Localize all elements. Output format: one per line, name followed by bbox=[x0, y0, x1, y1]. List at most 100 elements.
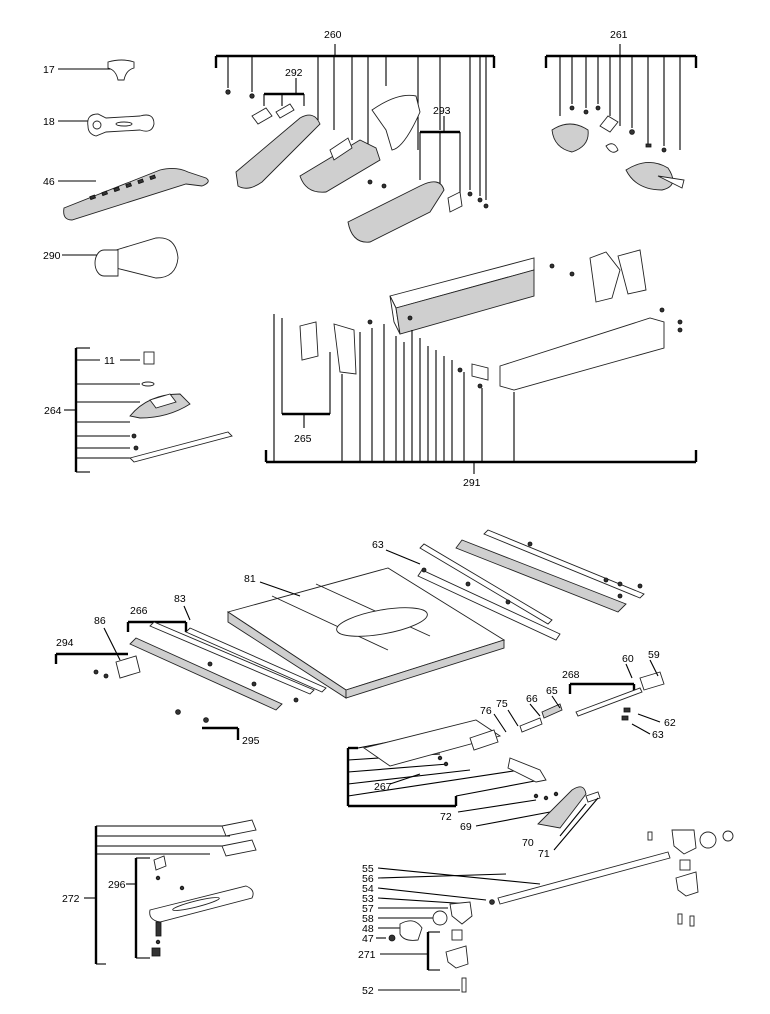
part-blade-small bbox=[551, 123, 589, 153]
label-46: 46 bbox=[43, 176, 55, 188]
part-48-housing bbox=[399, 920, 423, 941]
part-adjust-rod bbox=[575, 687, 643, 717]
label-71: 71 bbox=[538, 848, 550, 860]
callout-53: 53 bbox=[362, 893, 471, 905]
label-62: 62 bbox=[664, 717, 676, 729]
label-65: 65 bbox=[546, 685, 558, 697]
callout-59: 59 bbox=[648, 649, 660, 677]
label-268: 268 bbox=[562, 669, 580, 681]
part-47-nut bbox=[388, 934, 396, 942]
label-291: 291 bbox=[463, 477, 481, 489]
label-272: 272 bbox=[62, 893, 80, 905]
bracket-267-leaders bbox=[347, 739, 541, 797]
label-18: 18 bbox=[43, 116, 55, 128]
part-46-rip-fence-guide bbox=[63, 167, 209, 221]
callout-76: 76 bbox=[480, 705, 507, 733]
label-55: 55 bbox=[362, 863, 374, 875]
label-56: 56 bbox=[362, 873, 374, 885]
label-72: 72 bbox=[440, 811, 452, 823]
bracket-291: 291 bbox=[264, 450, 698, 489]
label-271: 271 bbox=[358, 949, 376, 961]
label-264: 264 bbox=[44, 405, 62, 417]
label-63-right: 63 bbox=[652, 729, 664, 741]
label-296: 296 bbox=[108, 879, 126, 891]
part-insert-2 bbox=[221, 839, 257, 857]
label-76: 76 bbox=[480, 705, 492, 717]
label-75: 75 bbox=[496, 698, 508, 710]
callout-58: 58 bbox=[362, 913, 436, 925]
part-riving-knife-assembly bbox=[299, 139, 381, 193]
bracket-260: 260 bbox=[214, 29, 496, 68]
bracket-272: 272 bbox=[62, 825, 230, 965]
part-insert-1 bbox=[221, 819, 257, 837]
bracket-294: 294 bbox=[54, 637, 128, 664]
label-17: 17 bbox=[43, 64, 55, 76]
part-riving-knife bbox=[371, 94, 421, 151]
bracket-261-leaders bbox=[559, 56, 681, 150]
part-miter-bar bbox=[129, 431, 233, 463]
label-66: 66 bbox=[526, 693, 538, 705]
part-fence-face bbox=[499, 317, 665, 391]
label-295: 295 bbox=[242, 735, 260, 747]
part-58-gear bbox=[432, 910, 448, 926]
label-57: 57 bbox=[362, 903, 374, 915]
label-70: 70 bbox=[522, 837, 534, 849]
label-69: 69 bbox=[460, 821, 472, 833]
label-290: 290 bbox=[43, 250, 61, 262]
part-17-push-stick bbox=[107, 59, 135, 81]
part-57-bracket bbox=[449, 901, 473, 925]
callout-75: 75 bbox=[496, 698, 519, 727]
part-rail-rear-3 bbox=[455, 539, 627, 613]
part-rail-rear-2 bbox=[417, 569, 561, 641]
callout-47: 47 bbox=[362, 933, 386, 945]
part-guard-left bbox=[235, 114, 321, 189]
label-53: 53 bbox=[362, 893, 374, 905]
callout-65: 65 bbox=[546, 685, 561, 709]
bracket-265: 265 bbox=[281, 318, 331, 445]
bracket-293: 293 bbox=[419, 105, 461, 196]
label-52: 52 bbox=[362, 985, 374, 997]
callout-17: 17 bbox=[43, 64, 112, 76]
part-86-bracket bbox=[115, 655, 141, 679]
callout-81: 81 bbox=[244, 573, 301, 597]
callout-56: 56 bbox=[362, 873, 507, 885]
part-guard-right bbox=[347, 181, 445, 243]
bracket-271: 271 bbox=[358, 931, 440, 971]
label-265: 265 bbox=[294, 433, 312, 445]
bracket-267: 267 bbox=[346, 746, 458, 808]
callout-72: 72 bbox=[440, 799, 537, 823]
bracket-266: 266 bbox=[126, 605, 188, 632]
label-58: 58 bbox=[362, 913, 374, 925]
callout-70: 70 bbox=[522, 803, 587, 849]
label-261: 261 bbox=[610, 29, 628, 41]
bracket-296: 296 bbox=[108, 857, 150, 959]
label-260: 260 bbox=[324, 29, 342, 41]
label-54: 54 bbox=[362, 883, 374, 895]
label-292: 292 bbox=[285, 67, 303, 79]
callout-83: 83 bbox=[174, 593, 191, 621]
callout-48: 48 bbox=[362, 923, 402, 935]
part-blade-large bbox=[625, 162, 674, 191]
label-83: 83 bbox=[174, 593, 186, 605]
label-86: 86 bbox=[94, 615, 106, 627]
callout-86: 86 bbox=[94, 615, 121, 661]
callout-46: 46 bbox=[43, 176, 96, 188]
bracket-264: 264 11 bbox=[44, 347, 140, 473]
callout-69: 69 bbox=[460, 811, 551, 833]
part-rail-front-1 bbox=[185, 627, 327, 693]
part-11-knob bbox=[143, 351, 155, 365]
part-rail-front-2 bbox=[129, 637, 283, 711]
part-290-dust-port bbox=[115, 237, 179, 279]
bracket-260-leaders bbox=[227, 56, 487, 200]
bracket-292: 292 bbox=[263, 67, 305, 106]
part-bevel-bracket-right bbox=[671, 829, 697, 855]
callout-63-top: 63 bbox=[372, 539, 421, 565]
label-47: 47 bbox=[362, 933, 374, 945]
callout-55: 55 bbox=[362, 863, 541, 885]
label-63-top: 63 bbox=[372, 539, 384, 551]
callout-54: 54 bbox=[362, 883, 487, 901]
bracket-261: 261 bbox=[544, 29, 698, 68]
callout-63-right: 63 bbox=[631, 723, 664, 741]
callout-52: 52 bbox=[362, 985, 460, 997]
